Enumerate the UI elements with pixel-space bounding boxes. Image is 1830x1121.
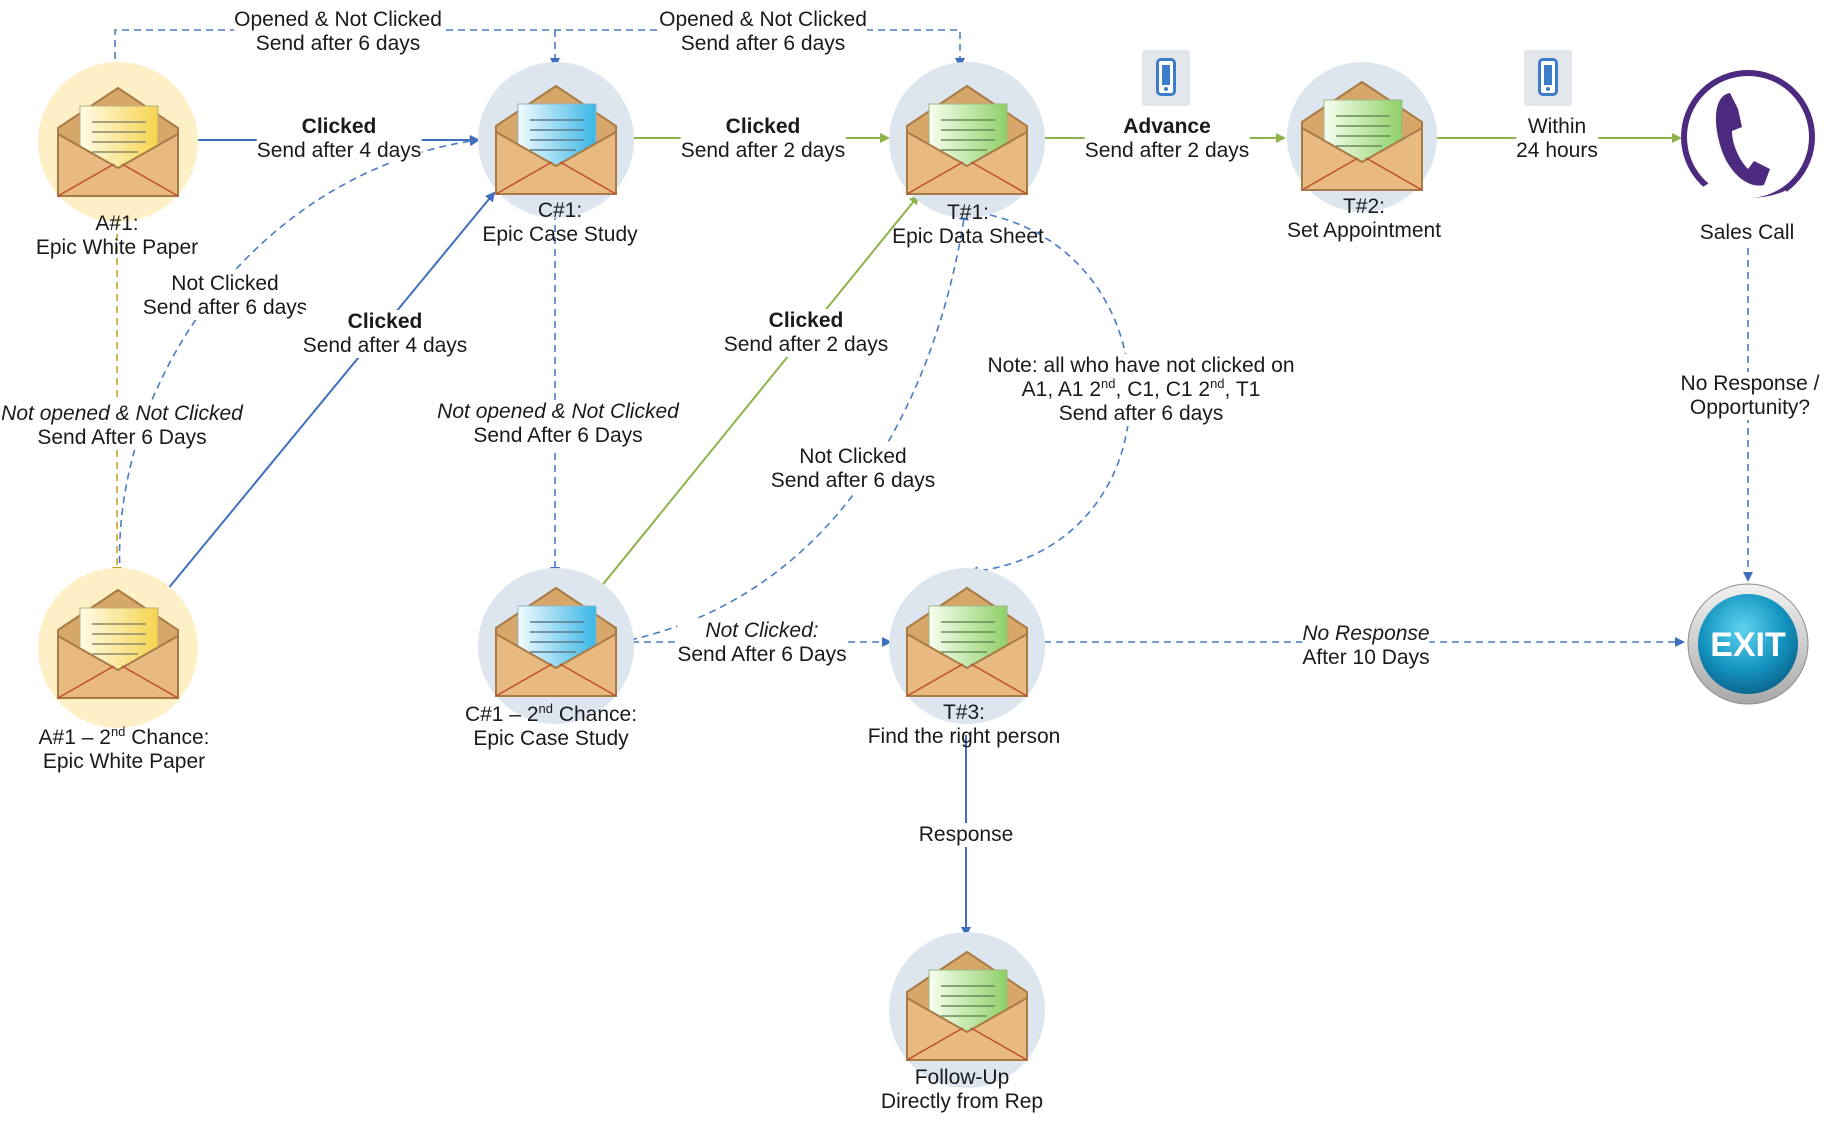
envelope-icon [57, 588, 179, 699]
node-t2-label: T#2:Set Appointment [1286, 195, 1442, 242]
envelope-icon [495, 84, 617, 195]
node-a1-label: A#1:Epic White Paper [35, 212, 199, 259]
node-sales-call-label: Sales Call [1699, 221, 1795, 244]
envelope-icon [57, 86, 179, 197]
phone-call-icon[interactable] [1678, 65, 1818, 215]
envelope-icon [906, 950, 1028, 1061]
envelope-icon [1301, 80, 1423, 191]
node-t1-label: T#1:Epic Data Sheet [892, 201, 1044, 248]
mobile-phone-icon [1142, 50, 1190, 106]
mobile-phone-icon [1524, 50, 1572, 106]
exit-button-icon[interactable]: EXIT [1684, 580, 1812, 708]
edge-label-call-exit: No Response /Opportunity? [1680, 372, 1820, 420]
edge-a1-c1-top [114, 29, 965, 95]
edge-a1-2nd-c1 [166, 191, 496, 591]
envelope-icon [906, 84, 1028, 195]
exit-label: EXIT [1710, 626, 1786, 664]
node-t3-label: T#3:Find the right person [867, 701, 1061, 748]
note-text: Note: all who have not clicked on A1, A1… [987, 354, 1295, 426]
envelope-icon [906, 586, 1028, 697]
edge-label-t3-response: Response [918, 823, 1014, 847]
node-c1-label: C#1:Epic Case Study [482, 199, 638, 246]
edge-label-c1-2nd-not-clicked: Not Clicked:Send After 6 Days [677, 619, 847, 667]
node-a1-2nd-label: A#1 – 2nd Chance: Epic White Paper [38, 724, 210, 773]
node-c1-2nd-label: C#1 – 2nd Chance: Epic Case Study [464, 701, 638, 750]
edge-c1-2nd-t1 [599, 194, 920, 589]
edge-c1-2nd-not-clicked-curve [629, 210, 969, 641]
envelope-icon [495, 586, 617, 697]
